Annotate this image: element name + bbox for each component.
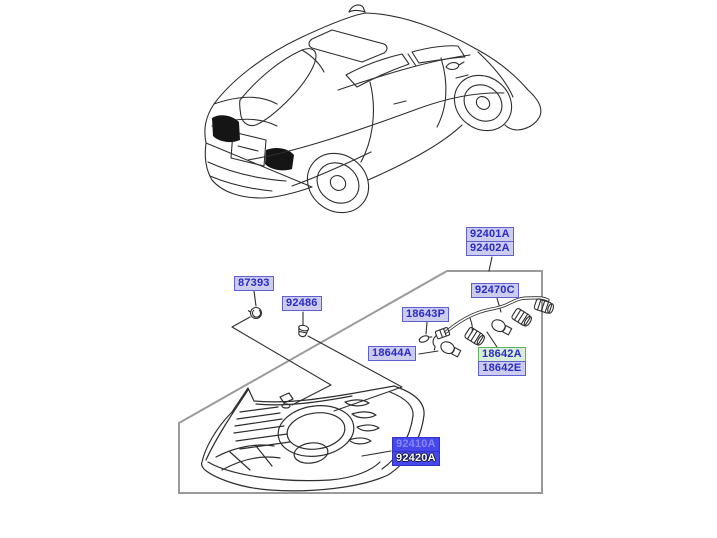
car-front-wheel-icon [453,74,513,132]
part-number-92401a[interactable]: 92401A [466,227,514,242]
car-front-door-window [411,45,466,64]
car-bumper-crease [207,161,287,182]
rear-lamp-assembly [201,385,425,492]
bulb-socket-icon [464,327,485,346]
car-trunk-seam [213,96,278,105]
car-license-recess [230,131,267,167]
part-number-18642a[interactable]: 18642A [478,347,526,362]
car-rear-door-window [345,53,410,88]
part-label-92401a-92402a[interactable]: 92401A 92402A [466,227,514,256]
leader-zigzag-92486 [307,335,403,412]
diagram-frame [178,270,543,494]
part-number-92410a[interactable]: 92410A [392,437,440,452]
part-label-92486[interactable]: 92486 [282,296,322,311]
car-antenna-icon [348,4,366,13]
part-label-18643p[interactable]: 18643P [402,307,450,322]
part-number-87393[interactable]: 87393 [234,276,274,291]
car-door-handle [393,100,407,105]
part-number-18642e[interactable]: 18642E [478,361,526,376]
leader-18644a [418,350,439,355]
car-sunroof [308,29,388,63]
car-door-handle [455,74,469,79]
car-illustration [204,4,542,214]
leader-lines [231,256,502,457]
part-label-92470c[interactable]: 92470C [471,283,519,298]
bulb-socket-icon [511,308,532,327]
wedge-bulb-18642-icon [491,319,513,336]
part-number-92486[interactable]: 92486 [282,296,322,311]
part-number-92420a[interactable]: 92420A [392,451,440,466]
car-body-outline [204,12,542,199]
bulb-socket-icon [533,298,554,314]
leader-92470c [496,297,502,313]
car-rear-wheel-icon [306,152,370,214]
car-rear-windshield [239,48,317,127]
leader-87393 [253,290,257,307]
wiring-harness [418,296,554,358]
part-number-92470c[interactable]: 92470C [471,283,519,298]
part-number-18643p[interactable]: 18643P [402,307,450,322]
push-clip-icon [298,324,310,338]
part-label-92410a-92420a-selected[interactable]: 92410A 92420A [392,437,440,466]
car-tail-lamp-right [265,147,294,171]
part-number-92402a[interactable]: 92402A [466,241,514,256]
leader-92410 [361,450,392,457]
leader-92401 [488,256,493,272]
leader-18643p [425,321,428,335]
car-tail-lamp-left [212,115,240,143]
harness-cable [444,296,550,334]
mounting-stud-icon [279,392,294,409]
mini-bulb-18643-icon [418,335,433,343]
part-label-18644a[interactable]: 18644A [368,346,416,361]
leader-zigzag-87393 [231,316,332,406]
harness-connector-icon [432,327,451,351]
part-number-18644a[interactable]: 18644A [368,346,416,361]
wedge-bulb-18644-icon [440,341,462,358]
grommet-icon [247,306,263,320]
car-side-mirror-icon [445,61,465,70]
part-label-18642a-18642e[interactable]: 18642A 18642E [478,347,526,376]
car-beltline [337,54,471,91]
part-label-87393[interactable]: 87393 [234,276,274,291]
leader-18642a [486,331,498,348]
